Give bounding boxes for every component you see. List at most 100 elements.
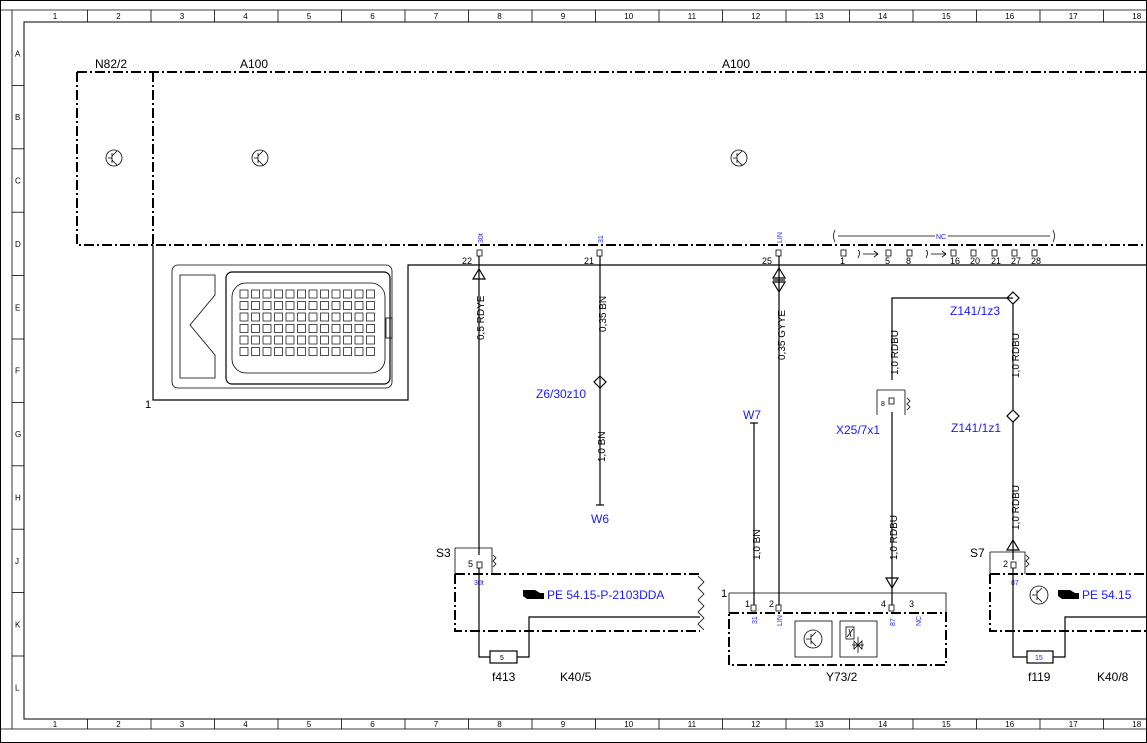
- column-label: 15: [942, 12, 951, 21]
- wire-label-gyye: 0,35 GYYE: [777, 310, 788, 360]
- a100-right-label: A100: [722, 57, 750, 71]
- row-label: J: [15, 557, 19, 566]
- nc-pin-label: 1: [840, 256, 845, 266]
- column-label: 2: [116, 12, 121, 21]
- z141-z3-label: Z141/1z3: [950, 304, 1000, 318]
- transistor-icon: [1029, 585, 1049, 605]
- pin-21: 21: [584, 256, 594, 266]
- nc-pin-label: 8: [906, 256, 911, 266]
- column-label: 1: [53, 12, 58, 21]
- fuse-5: 5: [500, 655, 504, 662]
- column-label: 7: [434, 720, 439, 729]
- column-label: 16: [1005, 720, 1014, 729]
- y73-lin: LIN: [777, 615, 784, 626]
- s3-pin: 5: [468, 559, 473, 569]
- y73-pin-3: 3: [909, 599, 914, 609]
- x25-label: X25/7x1: [836, 423, 880, 437]
- column-label: 18: [1132, 720, 1141, 729]
- wire-label-rdbu-2: 1,0 RDBU: [889, 515, 900, 560]
- y73-pin-1: 1: [721, 588, 727, 600]
- column-label: 17: [1069, 720, 1078, 729]
- column-label: 9: [561, 720, 566, 729]
- row-label: F: [15, 367, 20, 376]
- transistor-icon: [803, 629, 823, 649]
- column-label: 3: [180, 720, 185, 729]
- wire-label-rdbu-3: 1,0 RDBU: [1011, 333, 1022, 378]
- column-label: 2: [116, 720, 121, 729]
- s7-pin: 2: [1003, 559, 1008, 569]
- column-label: 11: [688, 12, 697, 21]
- column-label: 10: [624, 720, 633, 729]
- x25-pin: 8: [881, 401, 885, 408]
- column-label: 10: [624, 12, 633, 21]
- column-label: 14: [878, 720, 887, 729]
- transistor-icon: [251, 149, 269, 167]
- column-label: 16: [1005, 12, 1014, 21]
- row-label: K: [15, 620, 21, 629]
- wire-label-bn-w7: 1,0 BN: [752, 529, 763, 560]
- row-label: L: [15, 684, 20, 693]
- column-label: 13: [815, 720, 824, 729]
- column-label: 1: [53, 720, 58, 729]
- s7-label: S7: [970, 546, 985, 560]
- column-label: 14: [878, 12, 887, 21]
- column-label: 11: [688, 720, 697, 729]
- column-grid: 1122334455667788991010111112121313141415…: [53, 10, 1142, 729]
- y73-31: 31: [752, 616, 759, 624]
- z6-label: Z6/30z10: [536, 387, 586, 401]
- column-label: 18: [1132, 12, 1141, 21]
- column-label: 12: [751, 720, 760, 729]
- wire-label-bn-035: 0,35 BN: [598, 296, 609, 332]
- nc-pin-label: 5: [885, 256, 890, 266]
- nc-pin-label: 28: [1031, 256, 1041, 266]
- column-label: 3: [180, 12, 185, 21]
- wire-label-rdbu-1: 1,0 RDBU: [890, 330, 901, 375]
- pin-22: 22: [462, 256, 472, 266]
- n82-label: N82/2: [95, 57, 127, 71]
- row-label: H: [15, 494, 21, 503]
- transistor-icon: [730, 149, 748, 167]
- y73-pin-4: 4: [881, 599, 886, 609]
- y73-pin-2: 2: [769, 599, 774, 609]
- column-label: 4: [243, 12, 248, 21]
- wire-label-rdye: 0,5 RDYE: [476, 295, 487, 340]
- row-label: C: [15, 177, 21, 186]
- f413-label: f413: [492, 670, 516, 684]
- row-label: A: [15, 50, 21, 59]
- column-label: 8: [497, 720, 502, 729]
- z141-z1-label: Z141/1z1: [951, 421, 1001, 435]
- nc-pin-label: 27: [1011, 256, 1021, 266]
- pin-25: 25: [762, 256, 772, 266]
- pe-ref-2[interactable]: PE 54.15: [1082, 588, 1132, 602]
- k40-8-label: K40/8: [1097, 670, 1129, 684]
- k40-5-label: K40/5: [560, 670, 592, 684]
- w7-label: W7: [743, 408, 761, 422]
- y73-label: Y73/2: [826, 670, 858, 684]
- column-label: 15: [942, 720, 951, 729]
- row-label: G: [15, 430, 21, 439]
- pe-ref-1[interactable]: PE 54.15-P-2103DDA: [547, 588, 664, 602]
- column-label: 12: [751, 12, 760, 21]
- column-label: 5: [307, 720, 312, 729]
- wire-label-rdbu-4: 1,0 RDBU: [1011, 485, 1022, 530]
- y73-pin-1b: 1: [745, 599, 750, 609]
- row-label: B: [15, 113, 20, 122]
- column-label: 17: [1069, 12, 1078, 21]
- column-label: 7: [434, 12, 439, 21]
- wire-label-bn-10: 1,0 BN: [597, 431, 608, 462]
- pointing-hand-icon: [1058, 590, 1079, 599]
- transistor-icon: [105, 149, 123, 167]
- connector-picture-icon: [171, 264, 393, 389]
- pin-label-30t: 30t: [478, 233, 485, 243]
- valve-icon: [845, 626, 864, 653]
- column-label: 9: [561, 12, 566, 21]
- a100-left-label: A100: [240, 57, 268, 71]
- y73-87: 87: [890, 618, 897, 626]
- row-label: E: [15, 303, 20, 312]
- column-label: 5: [307, 12, 312, 21]
- inner-frame: [23, 21, 1147, 720]
- column-label: 6: [370, 12, 375, 21]
- w6-label: W6: [591, 512, 609, 526]
